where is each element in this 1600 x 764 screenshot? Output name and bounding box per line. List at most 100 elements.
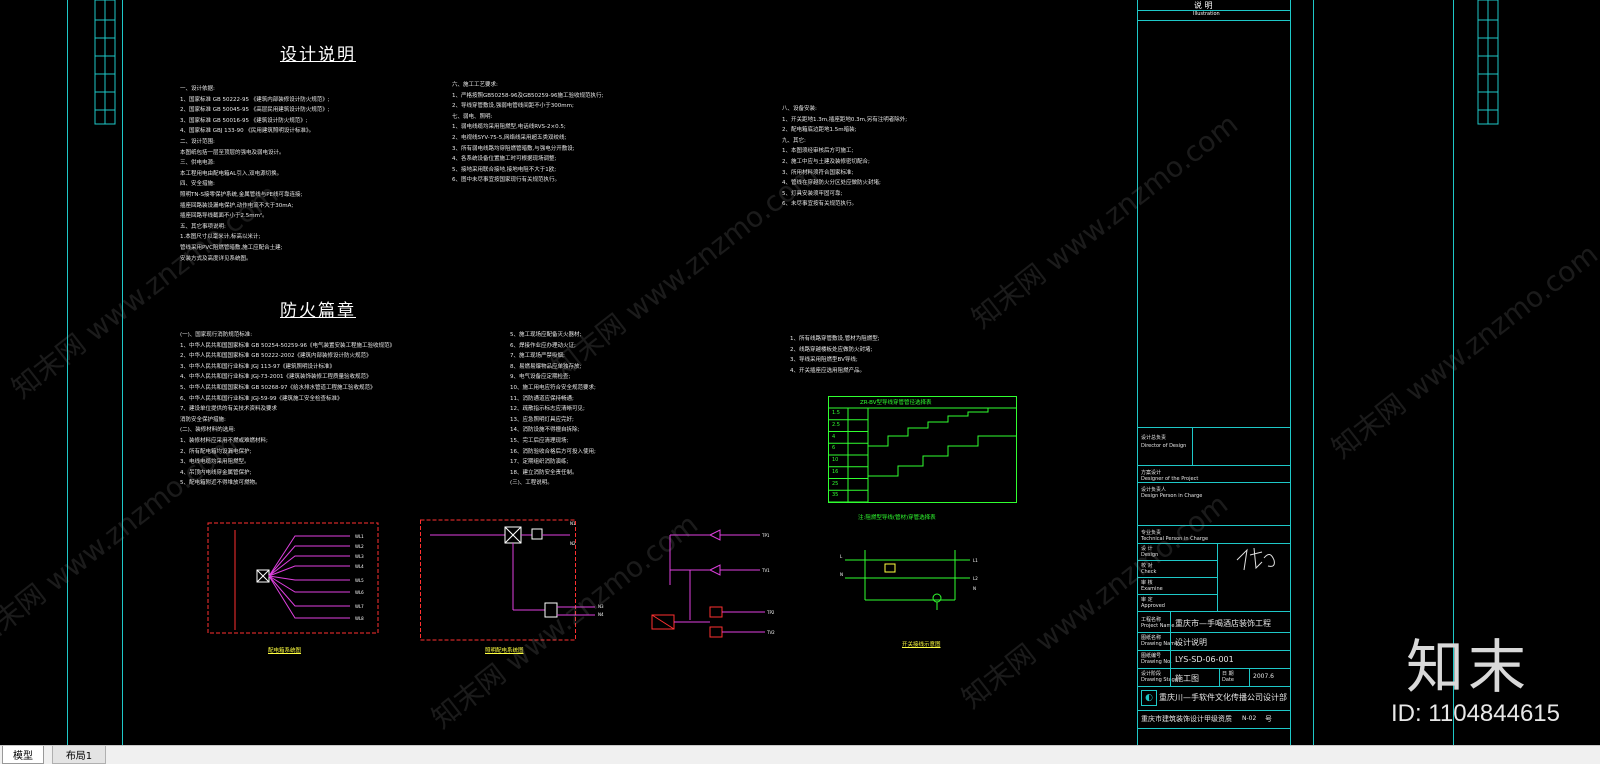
- note-line: 17、定期组织消防演练;: [510, 459, 569, 466]
- tb-drawing-value: 设计说明: [1175, 638, 1207, 647]
- conduit-table-caption: 注:阻燃型导线(管材)穿管选择表: [858, 515, 936, 521]
- tb-sep: [1137, 10, 1290, 11]
- tb-approve-cn: 审 定: [1141, 597, 1153, 603]
- tb-stage-value: 施工图: [1175, 674, 1199, 683]
- note-line: 5、接地采用联合接地,接地电阻不大于1欧;: [452, 166, 557, 173]
- note-line: 4、各系统设备位置施工时可根据现场调整;: [452, 156, 557, 163]
- fire-notes-col3: 1、所有线路穿管敷设,管材为阻燃型;2、线路穿越楼板处应做防火封堵;3、导线采用…: [790, 334, 880, 376]
- note-line: 3、导线采用阻燃型BV导线;: [790, 357, 858, 364]
- svg-text:TV2: TV2: [766, 630, 775, 635]
- title-block-right-line: [1290, 0, 1291, 745]
- tb-date-value: 2007.6: [1253, 673, 1274, 680]
- note-line: 4、开关插座应选用阻燃产品。: [790, 367, 866, 374]
- svg-text:N1: N1: [570, 521, 576, 526]
- note-line: 1、中华人民共和国国家标准 GB 50254-50259-96《电气装置安装工程…: [180, 342, 395, 349]
- tb-cert-no: N-02: [1242, 715, 1257, 722]
- table-row-label: 25: [832, 480, 839, 487]
- tb-sep: [1137, 20, 1290, 21]
- tb-approve-en: Approved: [1141, 603, 1165, 609]
- note-line: 15、完工后应清理现场;: [510, 437, 569, 444]
- tb-sep: [1137, 710, 1290, 711]
- tab-layout1[interactable]: 布局1: [52, 746, 106, 764]
- note-line: 管线采用PVC阻燃管暗敷,施工应配合土建;: [180, 244, 283, 251]
- tb-header-en: Illustration: [1193, 11, 1220, 17]
- svg-text:N3: N3: [598, 604, 604, 609]
- watermark-text: 知末网 www.znzmo.com: [1325, 237, 1600, 466]
- cad-model-space[interactable]: 设计说明 防火篇章 一、设计依据:1、国家标准 GB 50222-95 《建筑内…: [0, 0, 1600, 745]
- note-line: 7、建设单位提供的有关技术资料及要求: [180, 406, 278, 413]
- tb-vsep: [1192, 427, 1193, 465]
- note-line: 12、疏散指示标志应清晰可见;: [510, 406, 585, 413]
- tb-cert-value: 重庆市建筑装饰设计甲级资质: [1141, 715, 1232, 723]
- note-line: 1.本图尺寸以毫米计,标高以米计;: [180, 234, 261, 241]
- tab-model[interactable]: 模型: [2, 746, 44, 764]
- tb-design-en: Design: [1141, 552, 1159, 558]
- tb-drawing-cn: 图纸名称: [1141, 635, 1162, 641]
- company-logo-icon: ◐: [1141, 690, 1157, 706]
- tb-header-cn: 说 明: [1194, 1, 1213, 10]
- tb-sep: [1137, 577, 1217, 578]
- tb-person-en: Design Person in Charge: [1141, 493, 1203, 499]
- svg-text:WL1: WL1: [355, 534, 364, 539]
- svg-text:WL2: WL2: [355, 544, 364, 549]
- note-line: 8、易燃易爆物品应单独存放;: [510, 363, 582, 370]
- note-line: 2、施工中应与土建及装修密切配合;: [782, 158, 870, 165]
- note-line: 四、安全措施:: [180, 181, 215, 188]
- tb-company-value: 重庆川—手软件文化传播公司设计部: [1159, 693, 1287, 702]
- table-row-label: 1.5: [832, 410, 840, 416]
- note-line: 照明TN-S接零保护系统,金属管线与PE线可靠连接;: [180, 191, 303, 198]
- tb-date-en: Date: [1222, 677, 1234, 683]
- tb-number-value: LYS-SD-06-001: [1175, 655, 1234, 664]
- frame-left-line: [67, 0, 68, 745]
- svg-text:WL6: WL6: [355, 590, 364, 595]
- tb-sep: [1137, 560, 1217, 561]
- frame-next-sheet-line: [1313, 0, 1314, 745]
- design-notes-col1: 一、设计依据:1、国家标准 GB 50222-95 《建筑内部装修设计防火规范》…: [180, 84, 330, 264]
- note-line: 本图纸包括一层至顶层的强电及弱电设计。: [180, 149, 285, 156]
- tb-sep: [1137, 465, 1290, 466]
- note-line: 6、焊接作业应办理动火证;: [510, 342, 576, 349]
- svg-text:L: L: [840, 554, 843, 559]
- tb-director-cn: 设计总负责: [1141, 435, 1167, 441]
- note-line: 三、供电电源:: [180, 160, 215, 167]
- note-line: 1、严格按照GB50258-96及GB50259-96施工验收规范执行;: [452, 92, 604, 99]
- tb-drawing-en: Drawing Name: [1141, 641, 1179, 647]
- note-line: 2、国家标准 GB 50045-95 《高层民用建筑设计防火规范》;: [180, 107, 330, 114]
- tb-director-en: Director of Design: [1141, 443, 1187, 449]
- tb-sep: [1137, 594, 1217, 595]
- note-line: 3、所用材料须符合国家标准;: [782, 169, 854, 176]
- note-line: (一)、国家现行消防规范标准:: [180, 332, 253, 338]
- tb-tech-en: Technical Person in Charge: [1141, 536, 1209, 542]
- note-line: 消防安全保护措施:: [180, 416, 226, 423]
- svg-text:N: N: [973, 586, 976, 591]
- table-row-label: 6: [832, 445, 836, 452]
- note-line: 插座回路导线截面不小于2.5mm²。: [180, 213, 268, 220]
- note-line: 3、国家标准 GB 50016-95 《建筑设计防火规范》;: [180, 117, 308, 124]
- diagram1-caption: 配电箱系统图: [268, 648, 302, 654]
- note-line: 9、电气设备应定期检查;: [510, 374, 571, 381]
- svg-text:WL4: WL4: [355, 564, 364, 569]
- note-line: 4、吊顶内电线穿金属管保护;: [180, 469, 252, 476]
- note-line: 6、未尽事宜按有关规范执行。: [782, 201, 858, 208]
- tb-check-cn: 校 对: [1141, 563, 1153, 569]
- frame-next-sheet-line-2: [1453, 0, 1454, 745]
- note-line: 5、施工现场应配备灭火器材;: [510, 332, 582, 338]
- note-line: 4、管线在穿越防火分区处应做防火封堵;: [782, 180, 881, 187]
- table-row-label: 4: [832, 433, 836, 440]
- tb-designer-en: Designer of the Project: [1141, 476, 1199, 482]
- note-line: 1、弱电线缆均采用阻燃型,电话线RVS-2×0.5;: [452, 124, 566, 131]
- tb-person-cn: 设计负责人: [1141, 487, 1167, 493]
- design-notes-title: 设计说明: [280, 45, 356, 65]
- svg-text:N4: N4: [598, 612, 604, 617]
- tb-sep: [1137, 427, 1290, 428]
- tb-stage-en: Drawing Stage: [1141, 677, 1178, 683]
- note-line: 九、其它:: [782, 137, 806, 144]
- note-line: 6、中华人民共和国行业标准 JGJ-59-99《建筑施工安全检查标准》: [180, 395, 343, 402]
- svg-text:N: N: [840, 572, 843, 577]
- svg-text:N2: N2: [570, 541, 576, 546]
- diagram2-caption: 照明配电系统图: [485, 648, 524, 654]
- tb-vsep: [1217, 543, 1218, 611]
- tb-project-value: 重庆市—手喝酒店装饰工程: [1175, 619, 1271, 628]
